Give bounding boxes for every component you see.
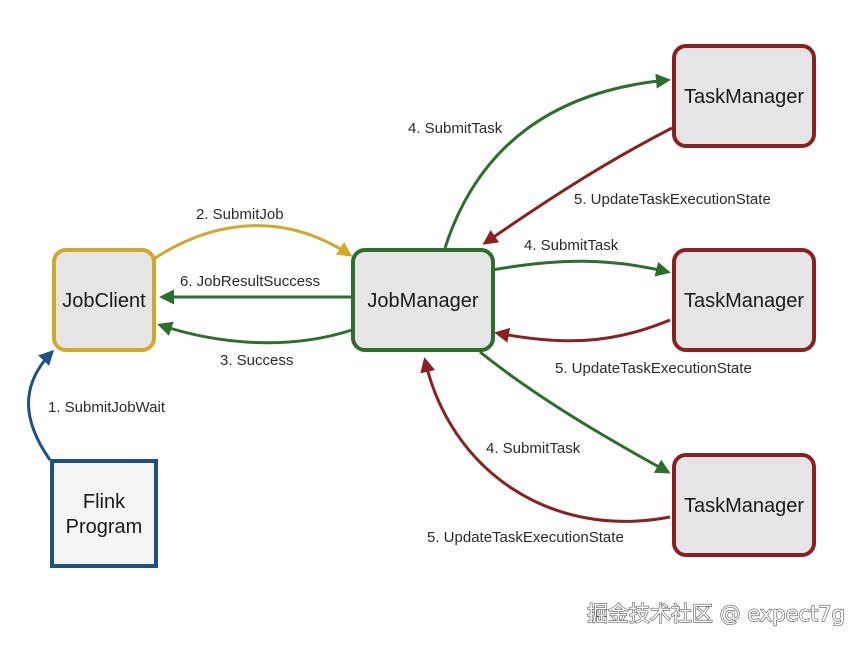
label-job-result-success: 6. JobResultSuccess	[180, 273, 320, 290]
task-manager-2-label: TaskManager	[684, 290, 804, 312]
flink-program-label-line1: Flink	[83, 491, 126, 513]
node-job-client: JobClient	[52, 248, 156, 352]
watermark-text: 掘金技术社区 @ expect7g	[587, 602, 845, 626]
flink-program-label-line2: Program	[66, 516, 143, 538]
node-task-manager-3: TaskManager	[672, 453, 816, 557]
node-job-manager: JobManager	[351, 248, 495, 352]
label-update-state-1: 5. UpdateTaskExecutionState	[574, 191, 771, 208]
edge-submit-job	[151, 224, 353, 262]
edge-submit-task-3	[479, 350, 671, 474]
edge-update-state-3	[420, 357, 671, 523]
edge-update-state-2	[494, 318, 671, 343]
edge-submit-task-1	[443, 73, 671, 249]
label-submit-task-2: 4. SubmitTask	[524, 237, 619, 254]
edge-submit-task-2	[491, 259, 671, 277]
job-manager-label: JobManager	[367, 290, 479, 312]
node-task-manager-2: TaskManager	[672, 248, 816, 352]
label-submit-task-1: 4. SubmitTask	[408, 120, 503, 137]
task-manager-3-label: TaskManager	[684, 495, 804, 517]
label-submit-job-wait: 1. SubmitJobWait	[48, 399, 166, 416]
label-success: 3. Success	[220, 352, 293, 369]
node-task-manager-1: TaskManager	[672, 44, 816, 148]
job-client-label: JobClient	[62, 290, 146, 312]
label-update-state-3: 5. UpdateTaskExecutionState	[427, 529, 624, 546]
label-submit-job: 2. SubmitJob	[196, 206, 284, 223]
label-update-state-2: 5. UpdateTaskExecutionState	[555, 360, 752, 377]
task-manager-1-label: TaskManager	[684, 86, 804, 108]
edge-success	[157, 321, 353, 345]
label-submit-task-3: 4. SubmitTask	[486, 440, 581, 457]
edge-submit-job-wait	[27, 349, 55, 461]
node-flink-program: Flink Program	[50, 459, 158, 568]
edge-update-state-1	[482, 126, 673, 245]
